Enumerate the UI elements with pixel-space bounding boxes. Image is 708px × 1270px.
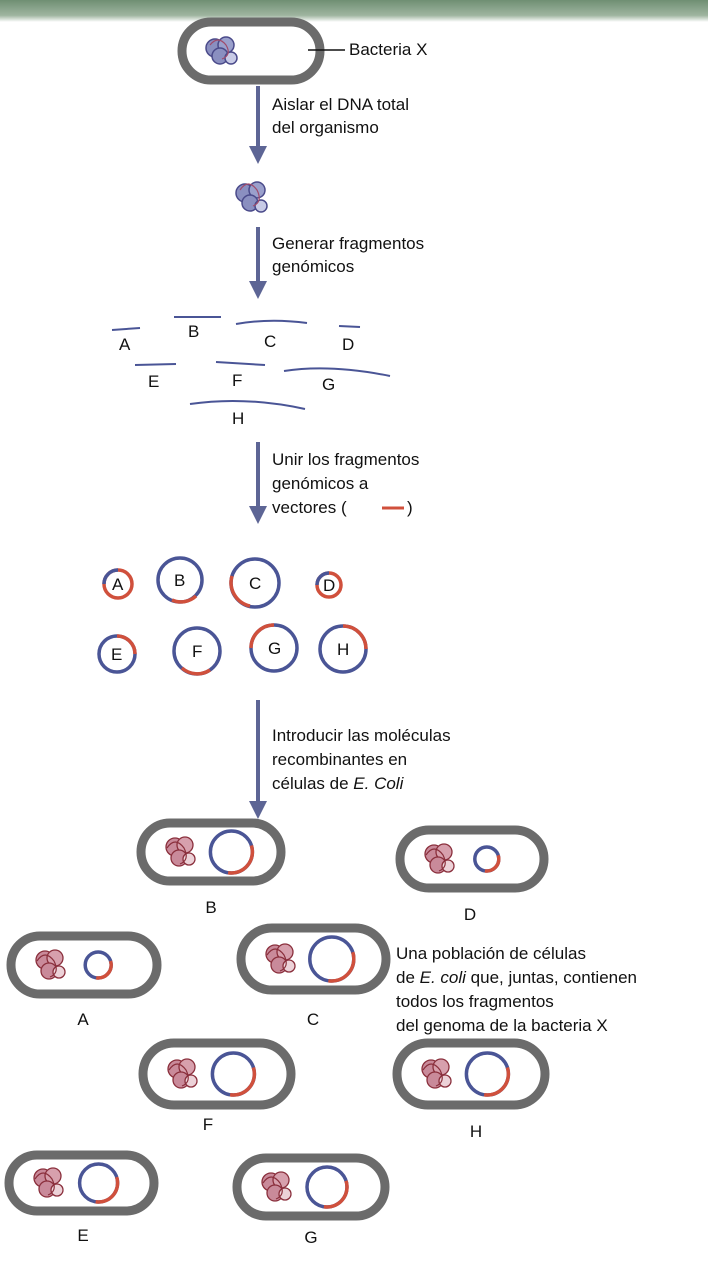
step-4-line-3: células de E. Coli <box>272 774 405 793</box>
ecoli-cell-b: B <box>136 818 286 917</box>
cell-label-a: A <box>77 1010 89 1029</box>
cell-wall <box>395 825 549 893</box>
chromosome-icon <box>421 1058 452 1089</box>
population-line-4: del genoma de la bacteria X <box>396 1016 608 1035</box>
step-arrow-3 <box>249 442 267 524</box>
plasmid-label-d: D <box>323 576 335 595</box>
plasmid-icon <box>77 1162 120 1204</box>
cell-wall <box>4 1150 159 1216</box>
bacteria-x-label: Bacteria X <box>349 40 427 59</box>
ecoli-cell-f: F <box>138 1038 296 1134</box>
cell-label-e: E <box>77 1226 88 1245</box>
cell-wall <box>236 923 391 995</box>
cell-wall <box>232 1153 390 1221</box>
cell-label-c: C <box>307 1010 319 1029</box>
chromosome-icon <box>167 1058 198 1089</box>
plasmid-d <box>315 571 343 599</box>
plasmid-icon <box>83 950 113 980</box>
fragment-label-d: D <box>342 335 354 354</box>
isolated-dna-icon <box>235 181 268 213</box>
plasmid-label-a: A <box>112 575 124 594</box>
step-2-line-2: genómicos <box>272 257 354 276</box>
population-line-3: todos los fragmentos <box>396 992 554 1011</box>
step-3-line-3-close: ) <box>407 498 413 517</box>
cell-wall <box>392 1038 550 1110</box>
step-3-line-3: vectores ( <box>272 498 347 517</box>
step-4-line-1: Introducir las moléculas <box>272 726 451 745</box>
step-3-line-1: Unir los fragmentos <box>272 450 419 469</box>
step-2-line-1: Generar fragmentos <box>272 234 424 253</box>
chromosome-icon <box>265 943 296 974</box>
plasmid-c <box>229 557 281 609</box>
chromosome-icon <box>261 1171 292 1202</box>
plasmid-label-e: E <box>111 645 122 664</box>
cell-label-d: D <box>464 905 476 924</box>
plasmid-icon <box>308 935 356 983</box>
fragment-a <box>111 327 141 331</box>
recombinant-plasmids <box>97 556 368 676</box>
ecoli-cell-g: G <box>232 1153 390 1247</box>
fragment-g <box>283 367 391 377</box>
step-1-line-2: del organismo <box>272 118 379 137</box>
cell-label-h: H <box>470 1122 482 1141</box>
plasmid-label-h: H <box>337 640 349 659</box>
chromosome-icon <box>35 949 66 980</box>
fragment-label-b: B <box>188 322 199 341</box>
step-arrow-4 <box>249 700 267 819</box>
fragment-d <box>338 325 361 328</box>
plasmid-h <box>318 624 368 674</box>
plasmid-icon <box>305 1165 349 1209</box>
plasmid-f <box>172 626 222 676</box>
fragment-f <box>215 361 266 366</box>
ecoli-cell-d: D <box>395 825 549 924</box>
fragment-c <box>235 319 308 325</box>
fragment-label-h: H <box>232 409 244 428</box>
plasmid-icon <box>473 845 501 873</box>
cell-label-f: F <box>203 1115 213 1134</box>
plasmid-icon <box>464 1051 511 1097</box>
cell-label-g: G <box>304 1228 317 1247</box>
step-3-line-2: genómicos a <box>272 474 369 493</box>
plasmid-icon <box>210 1051 257 1097</box>
ecoli-cell-c: C <box>236 923 391 1029</box>
fragment-label-e: E <box>148 372 159 391</box>
bacteria-x-dna-icon <box>205 36 238 65</box>
ecoli-cell-e: E <box>4 1150 159 1245</box>
fragment-label-a: A <box>119 335 131 354</box>
plasmid-label-c: C <box>249 574 261 593</box>
step-arrow-2 <box>249 227 267 299</box>
step-1-line-1: Aislar el DNA total <box>272 95 409 114</box>
plasmid-label-g: G <box>268 639 281 658</box>
step-4-line-2: recombinantes en <box>272 750 407 769</box>
chromosome-icon <box>33 1167 64 1198</box>
fragment-h <box>189 399 306 410</box>
ecoli-cells: B D A C F H E G <box>4 818 550 1247</box>
chromosome-icon <box>165 836 196 867</box>
plasmid-a <box>102 568 134 600</box>
plasmid-g <box>249 623 299 673</box>
top-decoration-bar <box>0 0 708 22</box>
plasmid-b <box>156 556 204 604</box>
ecoli-cell-h: H <box>392 1038 550 1141</box>
population-line-1: Una población de células <box>396 944 586 963</box>
chromosome-icon <box>424 843 455 874</box>
fragment-label-f: F <box>232 371 242 390</box>
plasmid-icon <box>208 829 255 875</box>
plasmid-label-f: F <box>192 642 202 661</box>
plasmid-e <box>97 634 137 674</box>
fragment-e <box>134 363 177 366</box>
bacteria-x: Bacteria X <box>177 17 427 85</box>
genomic-fragments <box>111 316 391 410</box>
population-line-2: de E. coli que, juntas, contienen <box>396 968 637 987</box>
cell-label-b: B <box>205 898 216 917</box>
fragment-label-c: C <box>264 332 276 351</box>
cell-wall <box>138 1038 296 1110</box>
plasmid-label-b: B <box>174 571 185 590</box>
ecoli-cell-a: A <box>6 931 162 1029</box>
bacteria-x-cell <box>177 17 325 85</box>
fragment-label-g: G <box>322 375 335 394</box>
step-arrow-1 <box>249 86 267 164</box>
